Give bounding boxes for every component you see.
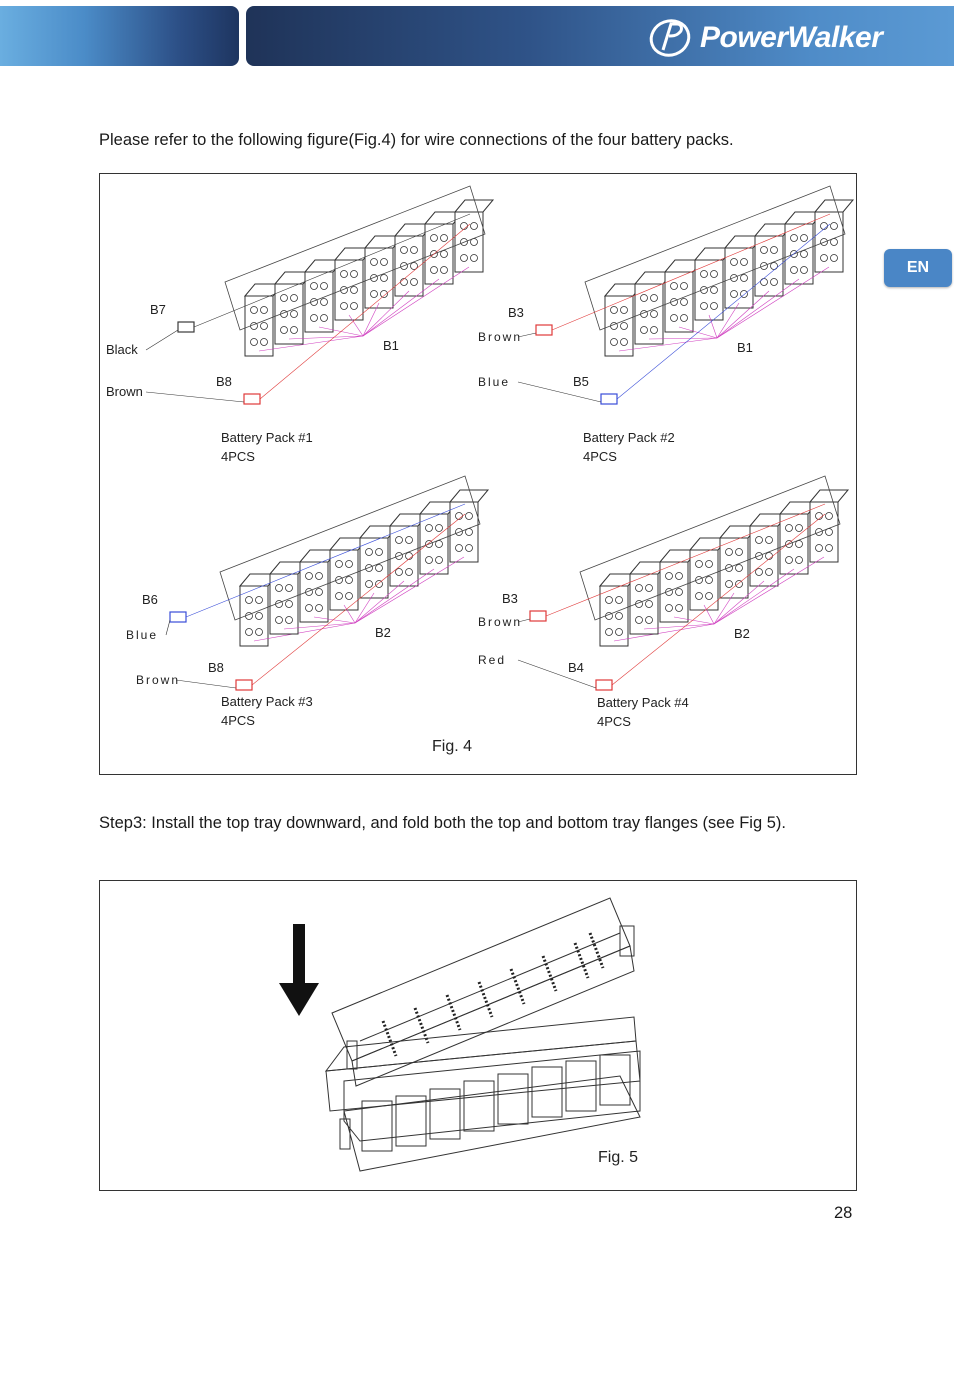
battery-pack-title: Battery Pack #2 [583,430,675,445]
battery-pack-count: 4PCS [597,714,631,729]
connector-b4-icon [595,679,613,691]
powerwalker-logo-icon [649,19,691,57]
wire-color-label: Blue [478,375,510,389]
battery-pack-count: 4PCS [583,449,617,464]
page-number: 28 [834,1204,853,1222]
figure-5-caption: Fig. 5 [598,1149,638,1166]
battery-pack-count: 4PCS [221,713,255,728]
terminal-label: B1 [737,340,753,355]
top-tray-illustration [331,897,635,1087]
wire-color-label: Brown [478,615,522,629]
terminal-label: B1 [383,338,399,353]
header-bar-right [246,6,954,66]
terminal-label: B2 [375,625,391,640]
connector-label: B6 [142,592,158,607]
down-arrow-icon [279,924,319,1016]
connector-label: B3 [502,591,518,606]
connector-label: B4 [568,660,584,675]
wire-color-label: Brown [106,384,143,399]
connector-b6-icon [169,611,187,623]
header-bar-left [0,6,239,66]
connector-b7-icon [177,321,195,333]
wire-color-label: Brown [478,330,522,344]
connector-label: B7 [150,302,166,317]
brand-logo: PowerWalker [646,16,883,60]
battery-pack-title: Battery Pack #1 [221,430,313,445]
step3-paragraph: Step3: Install the top tray downward, an… [99,814,786,832]
language-tab-en[interactable]: EN [884,249,952,287]
connector-label: B3 [508,305,524,320]
bottom-battery-tray-illustration [324,1016,641,1172]
connector-b3-icon [535,324,553,336]
wire-color-label: Red [478,653,506,667]
wire-color-label: Brown [136,673,180,687]
battery-pack-count: 4PCS [221,449,255,464]
terminal-label: B2 [734,626,750,641]
figure-5-box: Fig. 5 [99,880,857,1191]
connector-b5-icon [600,393,618,405]
figure-5-diagram: Fig. 5 [279,897,641,1172]
connector-b8-icon [235,679,253,691]
intro-paragraph: Please refer to the following figure(Fig… [99,131,734,149]
connector-label: B5 [573,374,589,389]
brand-name: PowerWalker [700,21,883,54]
battery-pack-title: Battery Pack #4 [597,695,689,710]
connector-b8-icon [243,393,261,405]
connector-b3-icon [529,610,547,622]
battery-pack-title: Battery Pack #3 [221,694,313,709]
wire-color-label: Blue [126,628,158,642]
connector-label: B8 [208,660,224,675]
wire-color-label: Black [106,342,138,357]
figure-4-caption: Fig. 4 [432,738,472,755]
connector-label: B8 [216,374,232,389]
